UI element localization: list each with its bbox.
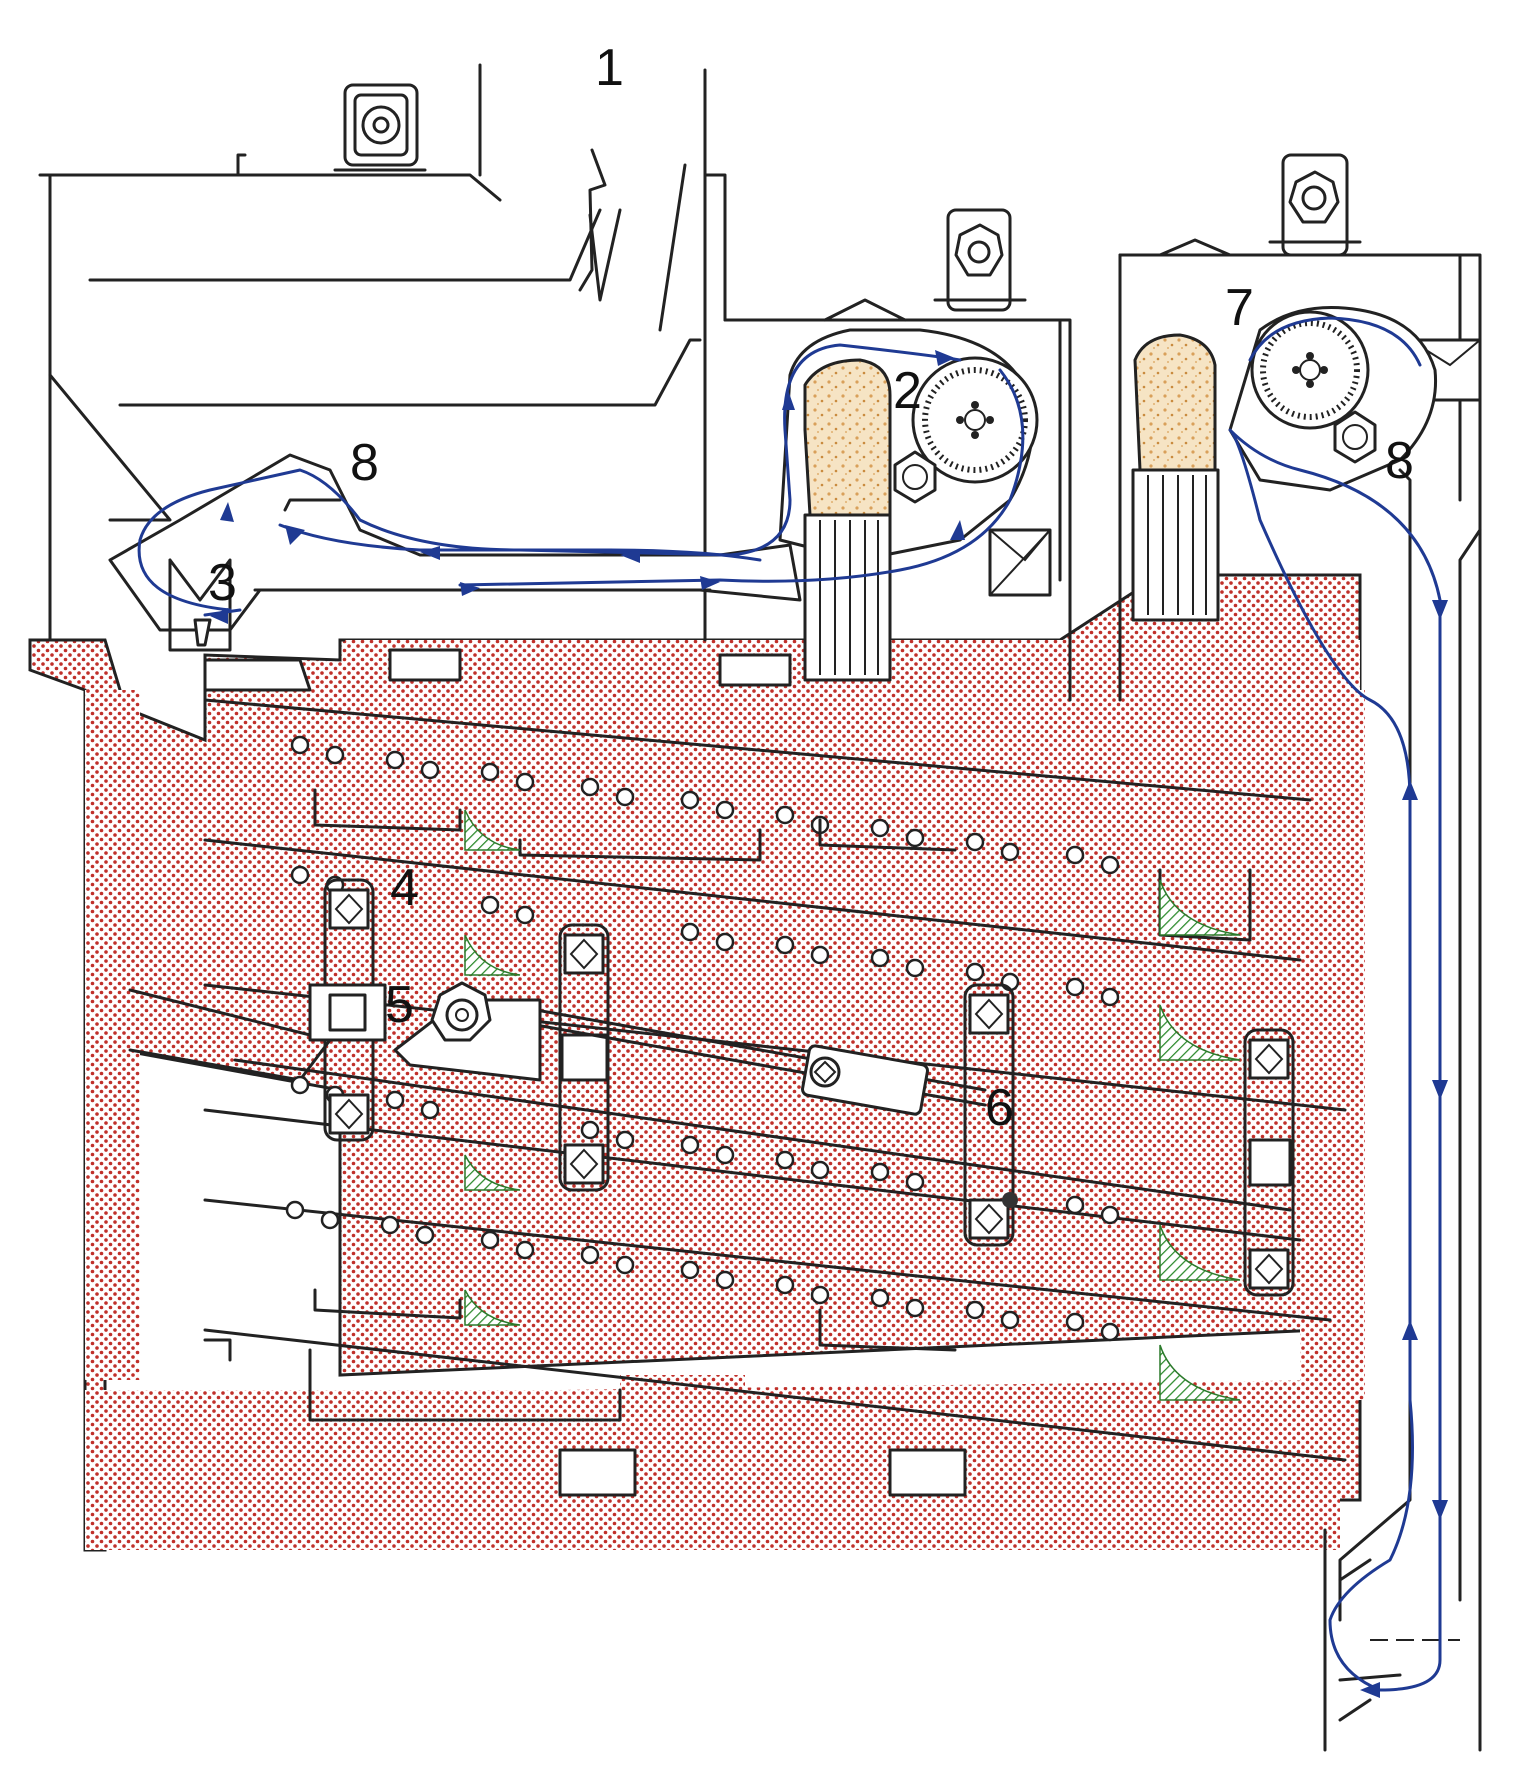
conveyor-tiers [128, 658, 1347, 1462]
deflector-5 [464, 1154, 521, 1191]
fan-unit-2 [778, 328, 1052, 682]
drive-motor-5 [393, 981, 542, 1082]
callout-8-right: 8 [1385, 432, 1414, 490]
callout-1: 1 [595, 39, 624, 97]
fan-unit-7 [1131, 306, 1438, 622]
inspection-openings [388, 648, 967, 1497]
gearbox [801, 1044, 929, 1116]
roller-row-2 [290, 865, 1120, 1007]
filter-bag-7 [1133, 333, 1217, 472]
deflector-4 [1159, 1004, 1241, 1061]
chain-drives [308, 878, 1295, 1297]
callouts: 1 2 3 4 5 6 7 8 8 [208, 39, 1414, 1137]
upper-chambers [38, 63, 1482, 702]
deflector-2 [1159, 879, 1241, 936]
insulation-right-column [1300, 690, 1365, 1400]
insulation-walls [28, 573, 1365, 1552]
motor-2 [933, 208, 1027, 312]
callout-2: 2 [893, 362, 922, 420]
callout-8-left: 8 [350, 434, 379, 492]
chain-drive-3 [963, 983, 1018, 1247]
chain-drive-2 [558, 923, 610, 1192]
roller-row-4 [285, 1200, 1120, 1342]
airflow-paths [137, 316, 1448, 1698]
callout-7: 7 [1225, 279, 1254, 337]
deflector-8 [1159, 1344, 1241, 1401]
deflector-1 [464, 809, 521, 851]
deflector-7 [464, 1289, 521, 1326]
deflector-6 [1159, 1224, 1241, 1281]
chain-drive-4 [1243, 1028, 1295, 1297]
callout-3: 3 [208, 554, 237, 612]
roller-row-3 [290, 1075, 1120, 1225]
chain-drive-1 [308, 878, 387, 1142]
filter-bag-2 [803, 358, 892, 517]
callout-4: 4 [390, 859, 419, 917]
motor-1 [333, 83, 427, 172]
deflector-3 [464, 934, 521, 976]
callout-6: 6 [985, 1079, 1014, 1137]
callout-5: 5 [385, 976, 414, 1034]
motor-7 [1268, 153, 1362, 257]
roller-row-1 [290, 735, 1120, 875]
insulation-mid-patch-3 [620, 1375, 745, 1420]
insulation-left-column [85, 690, 140, 1380]
